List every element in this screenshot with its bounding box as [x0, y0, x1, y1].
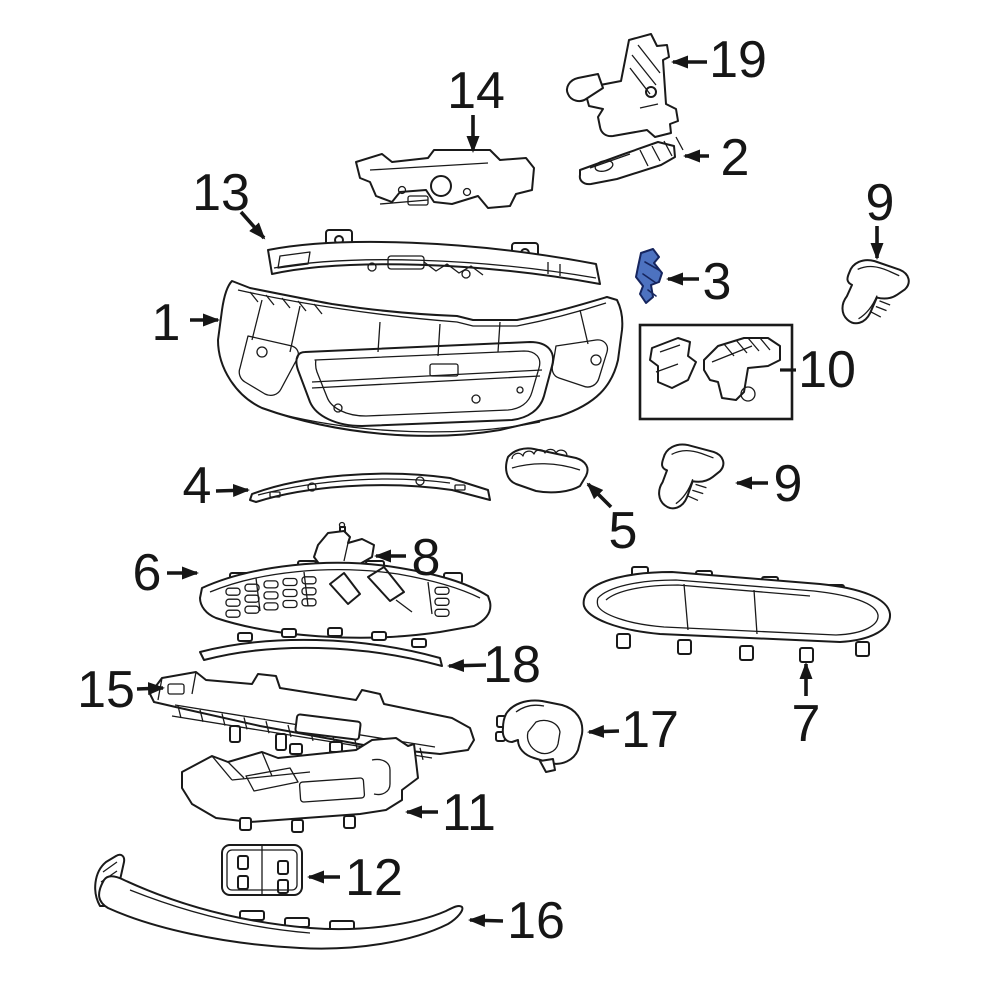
callout-12: 12: [307, 849, 403, 907]
callout-1: 1: [152, 294, 220, 352]
part-9-bracket-upper: [839, 256, 912, 330]
callout-4-arrow: [215, 483, 250, 497]
grille-slot-pattern: [225, 576, 450, 618]
part-18-molding-strip: [199, 627, 443, 667]
callout-15-label: 15: [77, 661, 135, 719]
callout-19-label: 19: [709, 31, 767, 89]
part-12-license-bracket: [221, 844, 303, 896]
callout-4-label: 4: [183, 457, 212, 515]
part-4-molding-strip: [249, 472, 491, 503]
callout-18-arrow: [447, 659, 487, 673]
callout-9-middle-label: 9: [774, 455, 803, 513]
callout-5: 5: [586, 482, 638, 560]
callout-3: 3: [666, 253, 732, 311]
callout-5-label: 5: [609, 502, 638, 560]
part-14-bracket: [355, 149, 535, 209]
callout-11-label: 11: [442, 784, 496, 842]
part-3-highlighted-bracket: [635, 248, 663, 304]
callout-18: 18: [447, 636, 541, 694]
part-1-bumper-cover: [217, 280, 624, 437]
callout-6-label: 6: [133, 544, 162, 602]
callout-9-upper-label: 9: [866, 174, 895, 232]
callout-15-arrow: [136, 682, 165, 696]
callout-1-label: 1: [152, 294, 181, 352]
part-13-impact-bar: [267, 229, 601, 285]
callout-13: 13: [192, 164, 266, 240]
callout-12-label: 12: [345, 849, 403, 907]
part-19-bracket: [566, 33, 679, 138]
part-8-clip: [313, 521, 375, 566]
callout-9-middle: 9: [735, 455, 803, 513]
part-16-air-dam: [94, 853, 464, 950]
callout-17: 17: [587, 701, 679, 759]
callout-4: 4: [183, 457, 250, 515]
callout-17-arrow: [587, 725, 620, 738]
part-6-grille: [199, 560, 492, 639]
callout-14-label: 14: [447, 62, 505, 120]
callout-5-arrow: [586, 482, 613, 509]
callout-8-label: 8: [412, 529, 441, 587]
part-9-bracket-middle: [657, 442, 725, 512]
callout-7: 7: [792, 662, 821, 753]
part-17-bracket: [495, 699, 584, 773]
callout-13-label: 13: [192, 164, 250, 222]
callout-13-arrow: [239, 210, 266, 240]
part-10-bracket-kit: [638, 323, 794, 421]
part-7-lower-grille: [582, 566, 892, 663]
callout-17-label: 17: [621, 701, 679, 759]
part-15-impact-absorber: [149, 671, 475, 766]
callout-14: 14: [447, 62, 505, 153]
callout-11: 11: [405, 784, 496, 842]
part-2-bracket: [578, 136, 684, 186]
callout-2: 2: [683, 129, 750, 187]
callout-19: 19: [671, 31, 767, 89]
callout-16-arrow: [468, 913, 504, 927]
callout-10: 10: [780, 341, 856, 399]
callout-6: 6: [133, 544, 199, 602]
callout-16: 16: [468, 892, 565, 950]
callout-18-label: 18: [483, 636, 541, 694]
callout-8: 8: [374, 529, 441, 587]
callout-15: 15: [77, 661, 165, 719]
callout-9-upper: 9: [866, 174, 895, 260]
callout-3-label: 3: [703, 253, 732, 311]
part-11-lower-shield: [181, 737, 419, 833]
callout-10-label: 10: [798, 341, 856, 399]
callout-7-label: 7: [792, 695, 821, 753]
callout-16-label: 16: [507, 892, 565, 950]
callout-2-label: 2: [721, 129, 750, 187]
part-5-corner-trim: [505, 447, 589, 494]
